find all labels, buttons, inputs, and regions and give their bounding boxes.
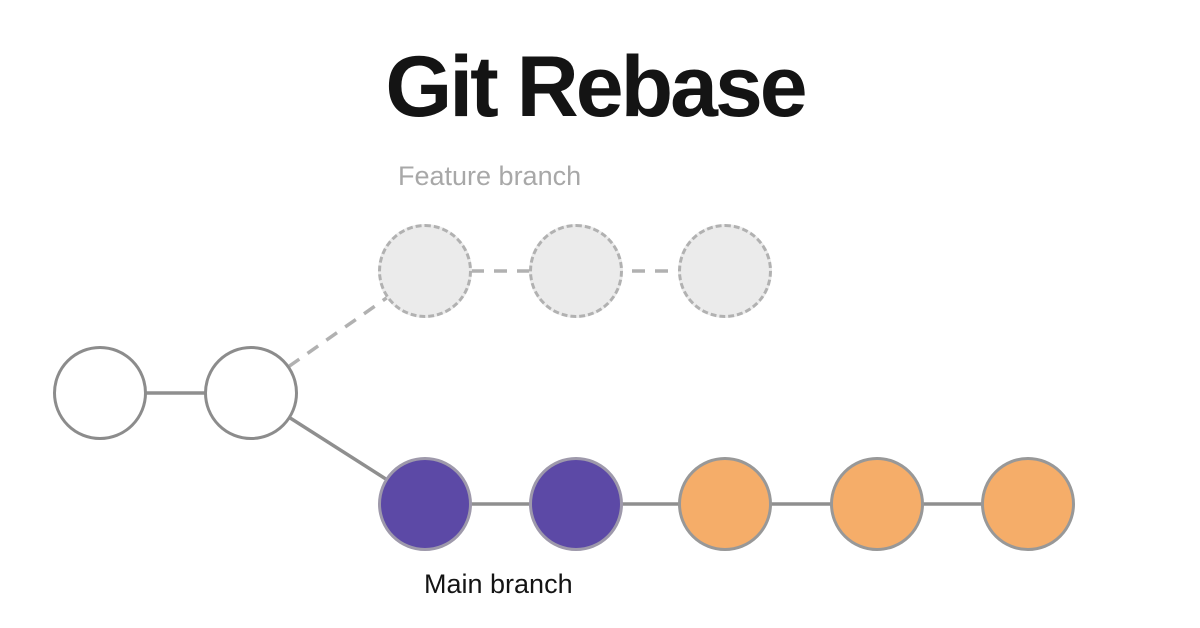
page-title: Git Rebase bbox=[385, 39, 807, 135]
commit-node-new-3 bbox=[981, 457, 1075, 551]
commit-node-new-1 bbox=[678, 457, 772, 551]
commit-node-new-2 bbox=[830, 457, 924, 551]
commit-node-feature-3 bbox=[678, 224, 772, 318]
feature-branch-label: Feature branch bbox=[398, 161, 582, 191]
commit-node-base-2 bbox=[204, 346, 298, 440]
commit-node-base-1 bbox=[53, 346, 147, 440]
main-branch-label: Main branch bbox=[424, 569, 573, 599]
commit-node-rebased-1 bbox=[378, 457, 472, 551]
commit-node-feature-2 bbox=[529, 224, 623, 318]
commit-node-rebased-2 bbox=[529, 457, 623, 551]
commit-node-feature-1 bbox=[378, 224, 472, 318]
